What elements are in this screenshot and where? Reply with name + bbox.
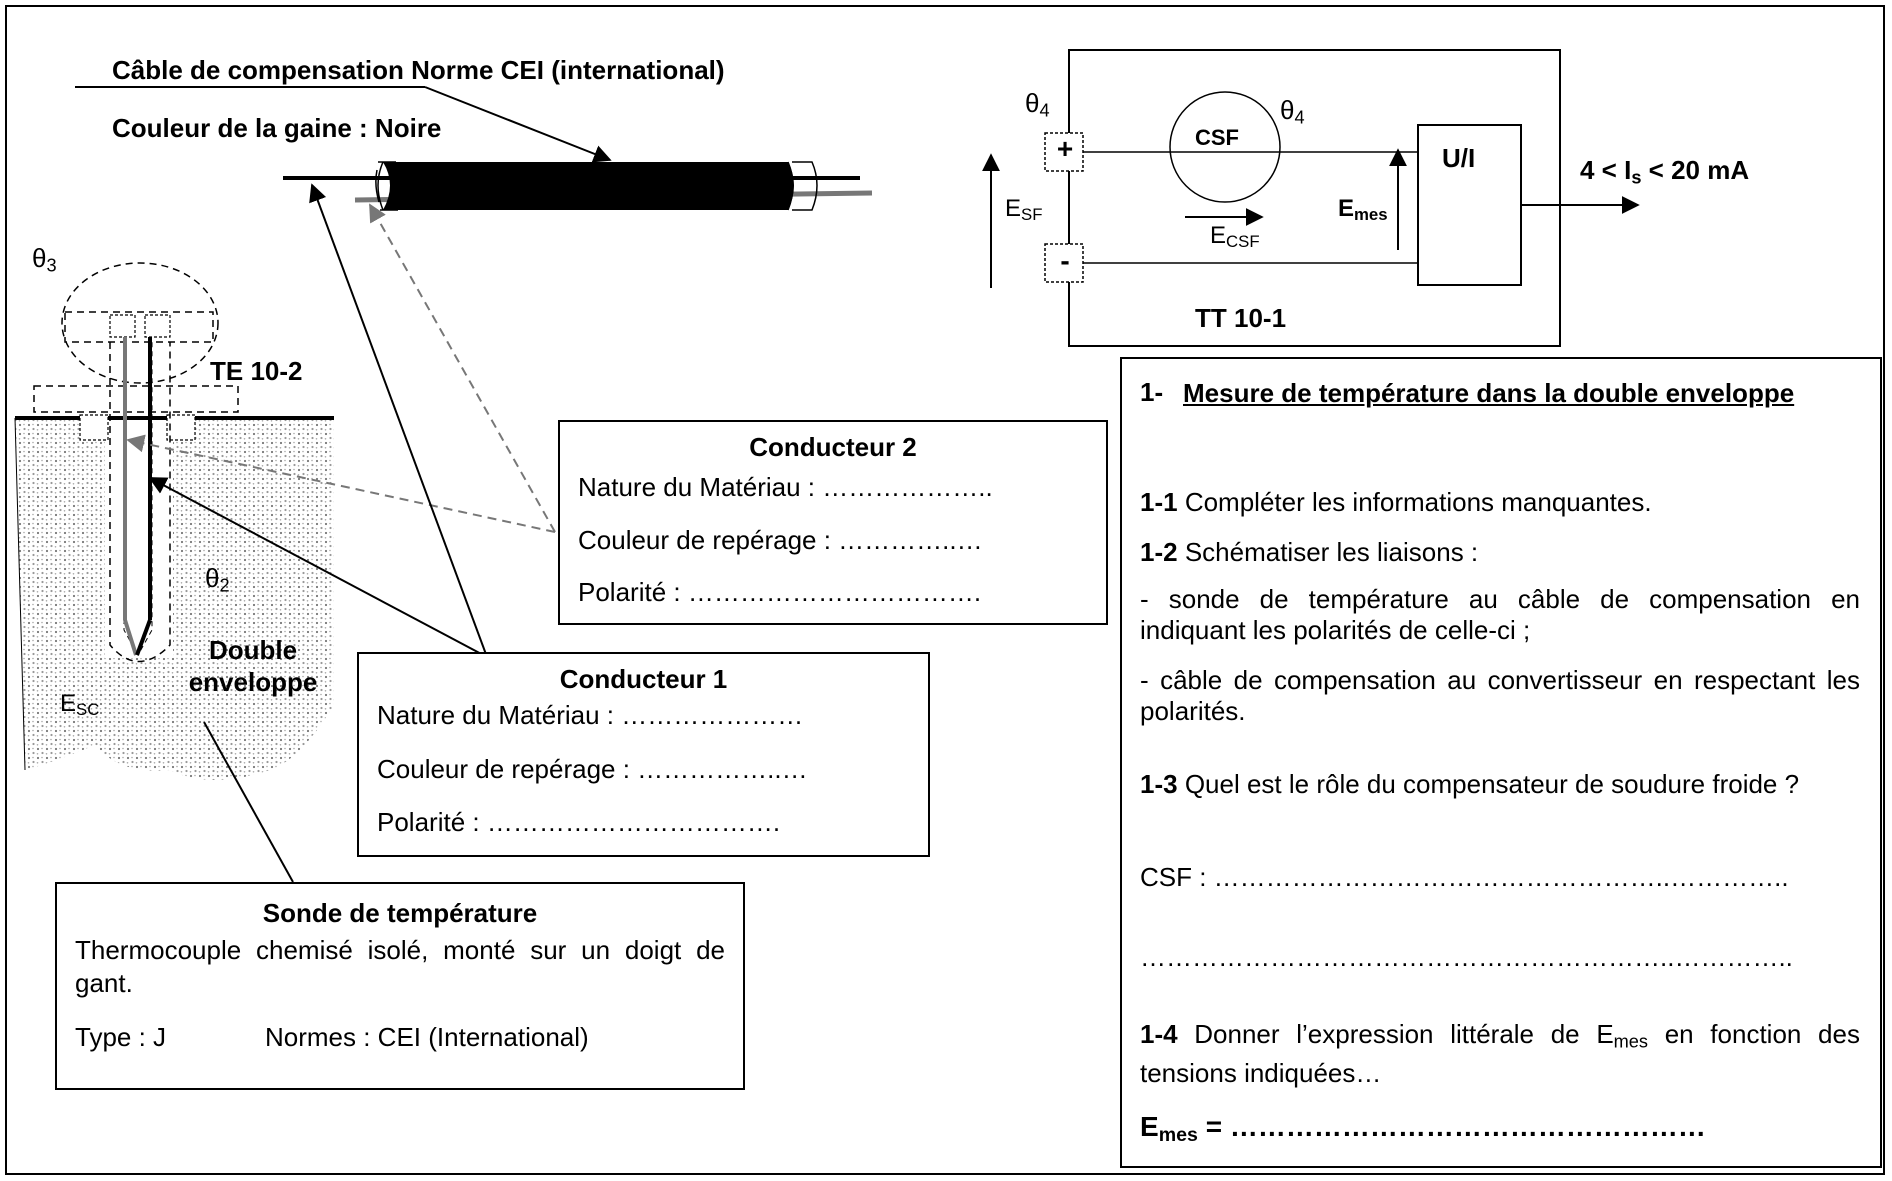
sonde-type: Type : J bbox=[75, 1022, 167, 1052]
probe-grey-tip bbox=[123, 619, 138, 656]
probe-drawing bbox=[14, 262, 334, 780]
theta4-right-label: θ4 bbox=[1280, 95, 1305, 128]
compensation-cable bbox=[75, 86, 873, 211]
question-1-2-item-b: - câble de compensation au convertisseur… bbox=[1140, 665, 1860, 726]
conducteur2-polarite: Polarité : ……………………………. bbox=[578, 577, 982, 607]
terminal-right bbox=[144, 314, 171, 338]
csf-answer-line[interactable]: CSF : ……………………………………………..………….. bbox=[1140, 862, 1789, 892]
well-cavity bbox=[105, 418, 173, 658]
transmitter-tag: TT 10-1 bbox=[1195, 303, 1287, 333]
conducteur1-title: Conducteur 1 bbox=[559, 664, 728, 694]
cable-left-end bbox=[375, 161, 398, 211]
question-1-heading: 1- Mesure de température dans la double … bbox=[1140, 377, 1860, 409]
sonde-box: Sonde de température Thermocouple chemis… bbox=[55, 882, 745, 1090]
question-1-1-number: 1-1 bbox=[1140, 487, 1178, 517]
minus-terminal-label: - bbox=[1060, 245, 1070, 276]
double-jacket-area bbox=[15, 418, 334, 780]
conducteur1-box: Conducteur 1 Nature du Matériau : ………………… bbox=[357, 652, 930, 857]
question-1-2: 1-2 Schématiser les liaisons : bbox=[1140, 537, 1478, 568]
c1-to-probe-arrow bbox=[148, 477, 488, 658]
question-1-4-text-b: en fonction des tensions indiquées… bbox=[1140, 1019, 1860, 1088]
probe-tag: TE 10-2 bbox=[210, 356, 303, 386]
question-1-2-number: 1-2 bbox=[1140, 537, 1178, 567]
question-1-3-text: Quel est le rôle du compensateur de soud… bbox=[1184, 769, 1800, 799]
question-1-2-item-a: - sonde de température au câble de compe… bbox=[1140, 584, 1860, 645]
c2-to-cable-arrow bbox=[369, 203, 556, 533]
question-1-4-number: 1-4 bbox=[1140, 1019, 1178, 1049]
theta3-label: θ3 bbox=[32, 243, 57, 276]
emes-answer-line[interactable]: Emes = …………………………………………… bbox=[1140, 1111, 1706, 1147]
transmitter-diagram bbox=[982, 49, 1640, 347]
question-1-3-number: 1-3 bbox=[1140, 769, 1178, 799]
question-1-4: 1-4 Donner l’expression littérale de Eme… bbox=[1140, 1019, 1860, 1089]
cable-title: Câble de compensation Norme CEI (interna… bbox=[112, 55, 725, 85]
probe-black-tip bbox=[135, 619, 152, 656]
flange-dashed bbox=[33, 385, 239, 413]
csf-label: CSF bbox=[1195, 125, 1239, 150]
question-1-4-text-a: Donner l’expression littérale de bbox=[1194, 1019, 1580, 1049]
question-1-number: 1- bbox=[1140, 377, 1164, 407]
conducteur1-polarite: Polarité : ……………………………. bbox=[377, 807, 781, 837]
esc-label: ESC bbox=[60, 690, 100, 720]
terminal-left bbox=[109, 314, 136, 338]
theta4-left-label: θ4 bbox=[1025, 88, 1050, 121]
emes-answer-lhs: Emes bbox=[1140, 1111, 1198, 1146]
cable-right-end bbox=[787, 161, 818, 211]
csf-circle bbox=[1169, 91, 1281, 203]
c2-to-probe-arrow bbox=[126, 434, 556, 533]
conducteur2-box: Conducteur 2 Nature du Matériau : ………………… bbox=[558, 420, 1108, 625]
sonde-normes: Normes : CEI (International) bbox=[265, 1022, 589, 1052]
double-jacket-label: Double enveloppe bbox=[188, 635, 318, 697]
cable-title-leader bbox=[424, 86, 612, 163]
conducteur2-nature: Nature du Matériau : ……………….. bbox=[578, 472, 993, 502]
question-1-4-var: Emes bbox=[1596, 1019, 1649, 1052]
questions-panel: 1- Mesure de température dans la double … bbox=[1120, 357, 1882, 1168]
c1-to-cable-arrow bbox=[309, 183, 488, 658]
sonde-title: Sonde de température bbox=[262, 898, 538, 928]
thermowell-dashed bbox=[109, 342, 171, 663]
question-1-1: 1-1 Compléter les informations manquante… bbox=[1140, 487, 1652, 518]
conducteur1-nature: Nature du Matériau : ………………… bbox=[377, 700, 804, 730]
conducteur2-title: Conducteur 2 bbox=[749, 432, 917, 462]
question-1-2-text: Schématiser les liaisons : bbox=[1184, 537, 1479, 567]
nozzle-right bbox=[166, 414, 196, 441]
question-1-1-text: Compléter les informations manquantes. bbox=[1184, 487, 1652, 517]
theta2-label: θ2 bbox=[205, 563, 230, 596]
emes-label: Emes bbox=[1338, 195, 1388, 225]
terminal-block-dashed bbox=[64, 311, 214, 343]
esf-label: ESF bbox=[1005, 195, 1043, 225]
cable-sheath-color: Couleur de la gaine : Noire bbox=[112, 113, 442, 143]
question-1-title: Mesure de température dans la double env… bbox=[1183, 378, 1795, 408]
conducteur1-couleur: Couleur de repérage : ……………..… bbox=[377, 754, 808, 784]
page-frame bbox=[5, 5, 1885, 1175]
output-current-label: 4 < Is < 20 mA bbox=[1580, 155, 1750, 188]
conducteur2-couleur: Couleur de repérage : …………..… bbox=[578, 525, 983, 555]
jacket-left-edge bbox=[14, 417, 26, 771]
question-1-3: 1-3 Quel est le rôle du compensateur de … bbox=[1140, 769, 1860, 800]
ui-label: U/I bbox=[1442, 143, 1476, 173]
leader-lines bbox=[126, 183, 556, 883]
emes-answer-rhs: = …………………………………………… bbox=[1205, 1111, 1706, 1142]
transmitter-box bbox=[1068, 49, 1561, 347]
csf-answer-line-2[interactable]: ……………………………………………………..………….. bbox=[1140, 942, 1793, 972]
terminal-plus bbox=[1044, 132, 1084, 172]
sonde-description: Thermocouple chemisé isolé, monté sur un… bbox=[75, 935, 725, 998]
sonde-to-probe-line bbox=[203, 721, 294, 883]
ecsf-label: ECSF bbox=[1210, 222, 1260, 252]
cable-sheath bbox=[383, 162, 794, 210]
nozzle-left bbox=[79, 414, 109, 441]
plus-terminal-label: + bbox=[1056, 133, 1074, 164]
